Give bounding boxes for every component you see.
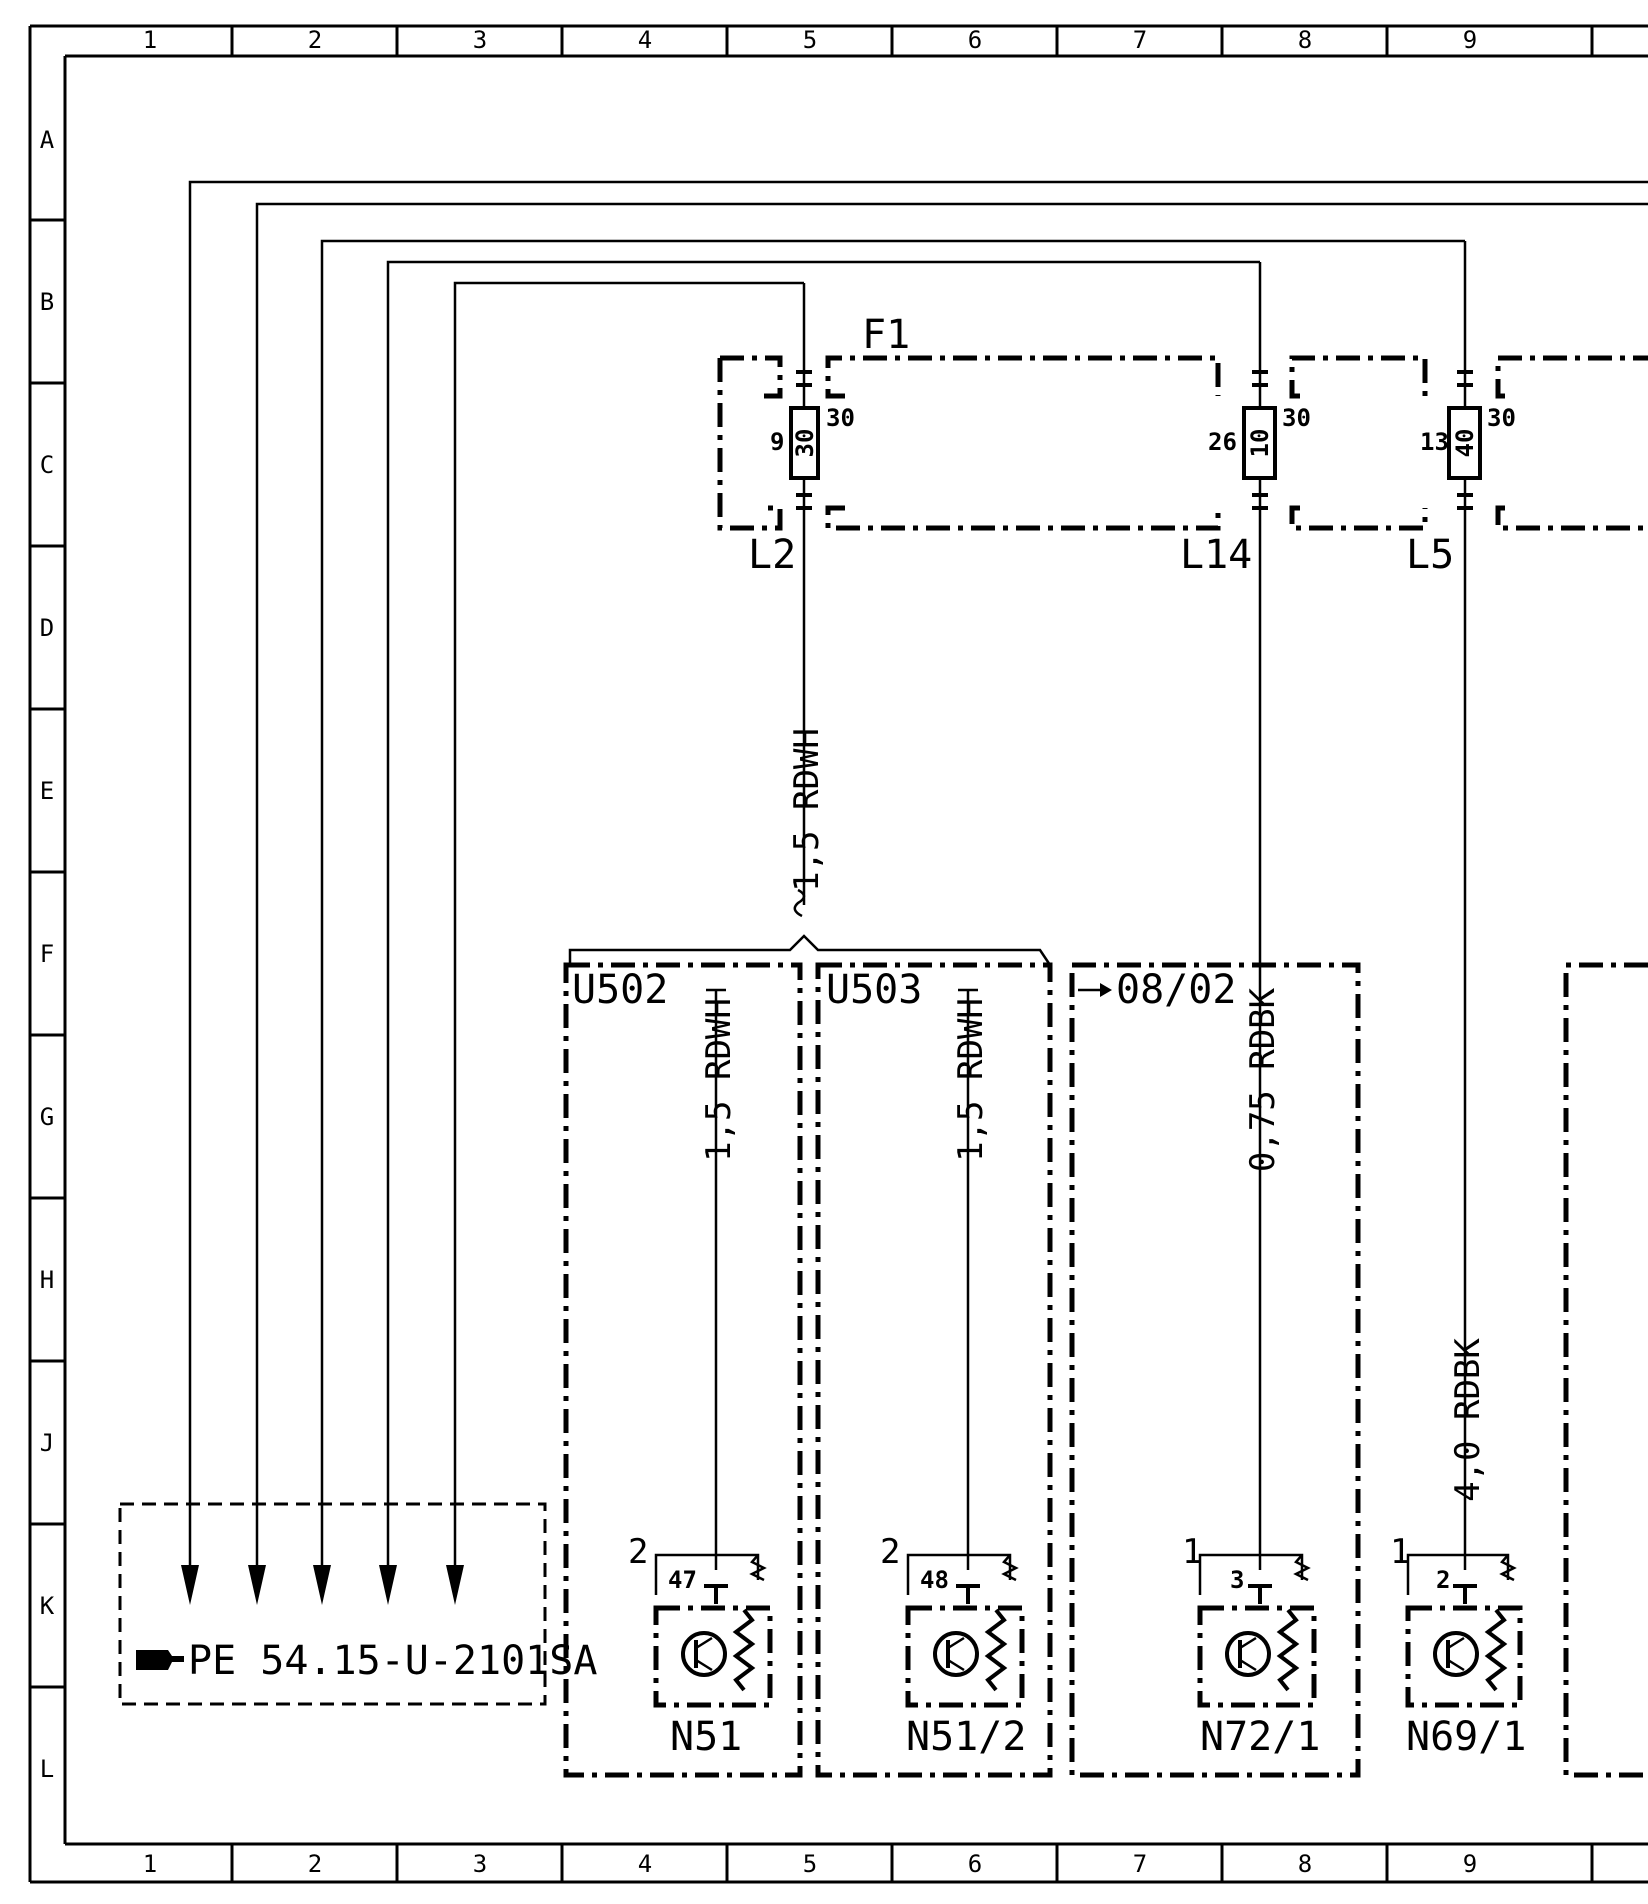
row-label: B [40, 288, 54, 316]
drawing-frame [28, 24, 1648, 1884]
column-label: 7 [1133, 1850, 1147, 1878]
transistor-icon [1225, 1631, 1271, 1677]
row-label: C [40, 451, 54, 479]
fuse-output-label: L2 [748, 532, 796, 578]
column-label: 5 [803, 26, 817, 54]
column-label: 1 [143, 26, 157, 54]
n69-wire: 4,0 RDBK [1448, 510, 1488, 1570]
row-label: D [40, 614, 54, 642]
reference-text: PE 54.15-U-2101SA [188, 1638, 597, 1684]
resistor-icon [732, 1608, 756, 1692]
fuse-terminal: 30 [1282, 404, 1311, 432]
resistor-icon [984, 1608, 1008, 1692]
component-terminal: 3 [1230, 1566, 1244, 1594]
fuse-9: 30 9 30 L2 [748, 370, 855, 578]
component-n51-2: 2 48 N51/2 [880, 1532, 1026, 1760]
column-label: 9 [1463, 26, 1477, 54]
column-labels-bottom: 1 2 3 4 5 6 7 8 9 [143, 1850, 1477, 1878]
wire-label: 1,5 RDWH [699, 998, 739, 1162]
pointing-hand-icon [136, 1650, 184, 1670]
group-u503: U503 1,5 RDWH [815, 962, 1053, 1778]
component-name: N72/1 [1200, 1714, 1320, 1760]
group-label: U503 [826, 967, 922, 1013]
row-label: H [40, 1266, 54, 1294]
fuse-13: 40 13 30 L5 [1406, 370, 1516, 578]
main-wire: 1,5 RDWH [568, 510, 1052, 966]
row-label: J [40, 1429, 54, 1457]
row-ticks [30, 218, 65, 1689]
column-label: 4 [638, 1850, 652, 1878]
column-labels-top: 1 2 3 4 5 6 7 8 9 [143, 26, 1477, 54]
reference-box: PE 54.15-U-2101SA [118, 1502, 597, 1706]
column-label: 5 [803, 1850, 817, 1878]
component-n69-1: 1 2 N69/1 [1390, 1532, 1526, 1760]
row-labels: A B C D E F G H J K L [40, 126, 55, 1783]
column-label: 8 [1298, 1850, 1312, 1878]
fuse-box-label: F1 [862, 312, 910, 358]
column-label: 9 [1463, 1850, 1477, 1878]
fuse-output-label: L5 [1406, 532, 1454, 578]
component-terminal: 47 [668, 1566, 697, 1594]
transistor-icon [1433, 1631, 1479, 1677]
column-label: 3 [473, 26, 487, 54]
component-pin: 1 [1390, 1532, 1410, 1572]
group-label: 08/02 [1116, 967, 1236, 1013]
row-label: G [40, 1103, 54, 1131]
component-name: N69/1 [1406, 1714, 1526, 1760]
fuse-rating: 10 [1246, 429, 1274, 458]
column-ticks [230, 26, 1389, 1882]
wire-label: 0,75 RDBK [1243, 987, 1283, 1172]
fuse-position: 26 [1208, 428, 1237, 456]
column-label: 6 [968, 26, 982, 54]
row-label: A [40, 126, 55, 154]
component-pin: 2 [880, 1532, 900, 1572]
component-n72-1: 1 3 N72/1 [1182, 1532, 1320, 1760]
component-terminal: 48 [920, 1566, 949, 1594]
fuse-box-f1: F1 [717, 312, 1648, 531]
group-partial-right [1563, 962, 1648, 1778]
row-label: E [40, 777, 54, 805]
column-label: 2 [308, 1850, 322, 1878]
column-label: 6 [968, 1850, 982, 1878]
transistor-icon [933, 1631, 979, 1677]
fuse-terminal: 30 [1487, 404, 1516, 432]
component-name: N51 [670, 1714, 742, 1760]
fuse-output-label: L14 [1180, 532, 1252, 578]
column-label: 7 [1133, 26, 1147, 54]
fuse-terminal: 30 [826, 404, 855, 432]
fuse-26: 10 26 30 L14 [1180, 370, 1311, 578]
resistor-icon [1484, 1608, 1508, 1692]
column-label: 4 [638, 26, 652, 54]
row-label: L [40, 1755, 54, 1783]
resistor-icon [1276, 1608, 1300, 1692]
fuse-feed-wires [802, 241, 1467, 372]
group-label: U502 [572, 967, 668, 1013]
transistor-icon [681, 1631, 727, 1677]
fuse-rating: 40 [1451, 429, 1479, 458]
component-name: N51/2 [906, 1714, 1026, 1760]
group-u502: U502 1,5 RDWH [563, 962, 803, 1778]
wire-label: 4,0 RDBK [1448, 1338, 1488, 1502]
group-0802: 08/02 0,75 RDBK [1069, 510, 1361, 1778]
fuse-position: 9 [770, 428, 784, 456]
fuse-position: 13 [1420, 428, 1449, 456]
component-pin: 2 [628, 1532, 648, 1572]
component-n51: 2 47 N51 [628, 1532, 773, 1760]
column-label: 3 [473, 1850, 487, 1878]
bus-wires [188, 180, 1648, 1595]
column-label: 8 [1298, 26, 1312, 54]
wire-label: 1,5 RDWH [787, 728, 827, 892]
component-pin: 1 [1182, 1532, 1202, 1572]
column-label: 1 [143, 1850, 157, 1878]
fuse-rating: 30 [791, 429, 819, 458]
column-label: 2 [308, 26, 322, 54]
wire-label: 1,5 RDWH [951, 998, 991, 1162]
row-label: F [40, 940, 54, 968]
bus-arrows [181, 1565, 464, 1605]
component-terminal: 2 [1436, 1566, 1450, 1594]
row-label: K [40, 1592, 55, 1620]
